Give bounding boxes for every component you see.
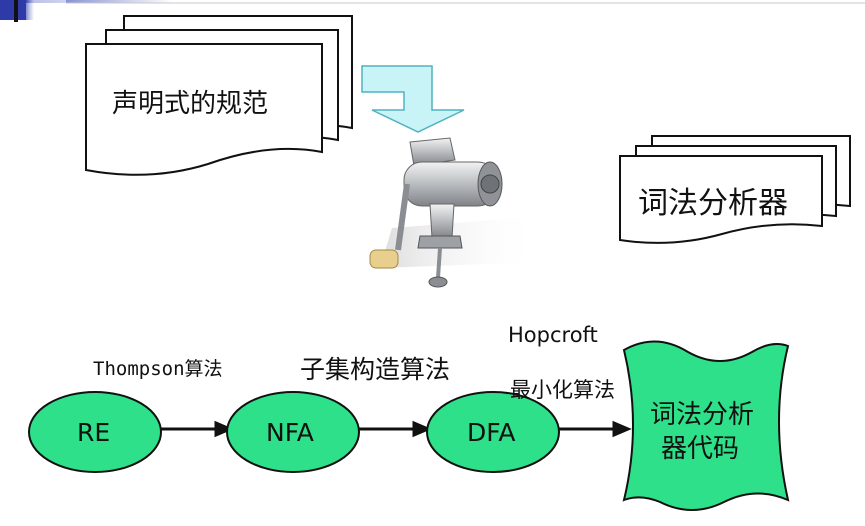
edge-label-hopcroft: Hopcroft [508, 323, 598, 347]
output-document [622, 340, 790, 511]
lexer-document-stack [619, 135, 851, 244]
node-re-label: RE [77, 418, 111, 447]
edge-label-thompson: Thompson算法 [93, 358, 223, 380]
output-label-line1: 词法分析 [650, 400, 755, 430]
spec-document-stack [85, 15, 353, 176]
node-nfa [226, 391, 360, 473]
output-label-line2: 器代码 [661, 434, 740, 464]
edge-label-minimize: 最小化算法 [510, 378, 615, 402]
meat-grinder-icon [369, 137, 540, 288]
bent-arrow [361, 65, 465, 133]
node-dfa [426, 391, 560, 473]
lexer-document-label: 词法分析器 [638, 186, 788, 221]
edge-label-subset: 子集构造算法 [300, 355, 451, 384]
node-re [28, 391, 162, 473]
title-bar-decoration [0, 0, 865, 22]
spec-document-label: 声明式的规范 [112, 89, 269, 119]
pipeline-arrows [160, 420, 632, 438]
node-dfa-label: DFA [467, 418, 516, 447]
node-nfa-label: NFA [266, 418, 314, 447]
